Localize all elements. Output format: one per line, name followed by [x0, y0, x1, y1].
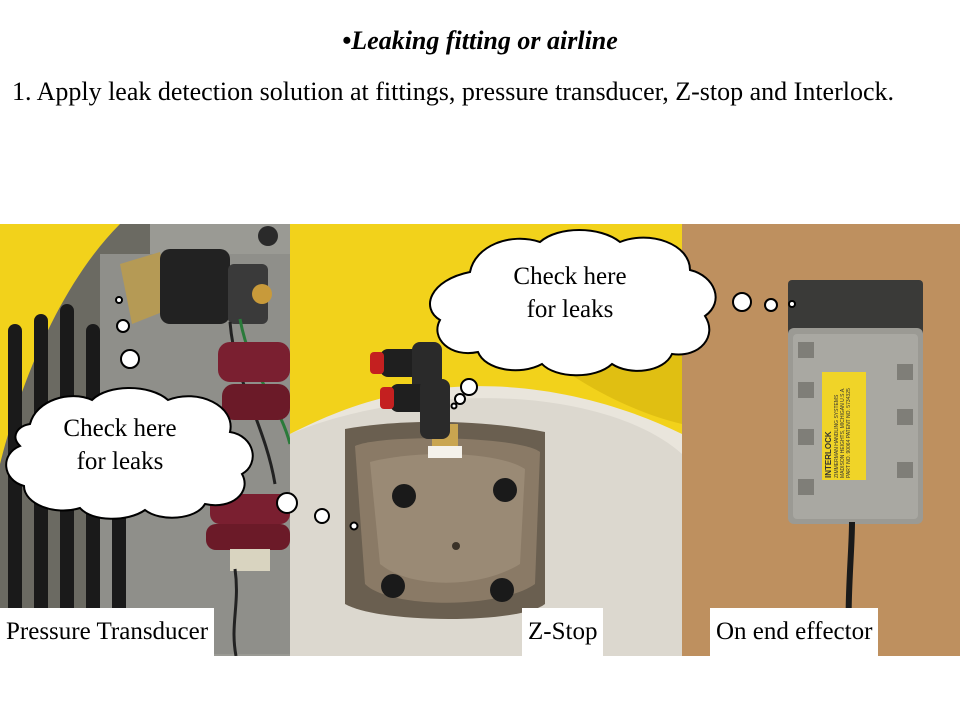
caption-pressure-transducer: Pressure Transducer: [0, 608, 215, 656]
caption-z-stop: Z-Stop: [522, 608, 604, 656]
interlock-photo: [682, 224, 960, 656]
callout-top-text: Check here for leaks: [513, 263, 627, 323]
instruction-text: 1. Apply leak detection solution at fitt…: [12, 77, 895, 106]
slide-heading: •Leaking fitting or airline: [342, 26, 618, 55]
photo-strip: INTERLOCK ZIMMERMAN HANDLING SYSTEMS MAD…: [0, 224, 960, 656]
callout-left-text: Check here for leaks: [63, 415, 177, 475]
interlock-label: INTERLOCK ZIMMERMAN HANDLING SYSTEMS MAD…: [824, 374, 864, 478]
interlock-part: PART NO. 90064 PATENT NO. 5734325: [846, 388, 852, 478]
caption-on-end-effector: On end effector: [710, 608, 879, 656]
interlock-title: INTERLOCK: [824, 431, 833, 478]
photo-composite: [0, 224, 960, 656]
